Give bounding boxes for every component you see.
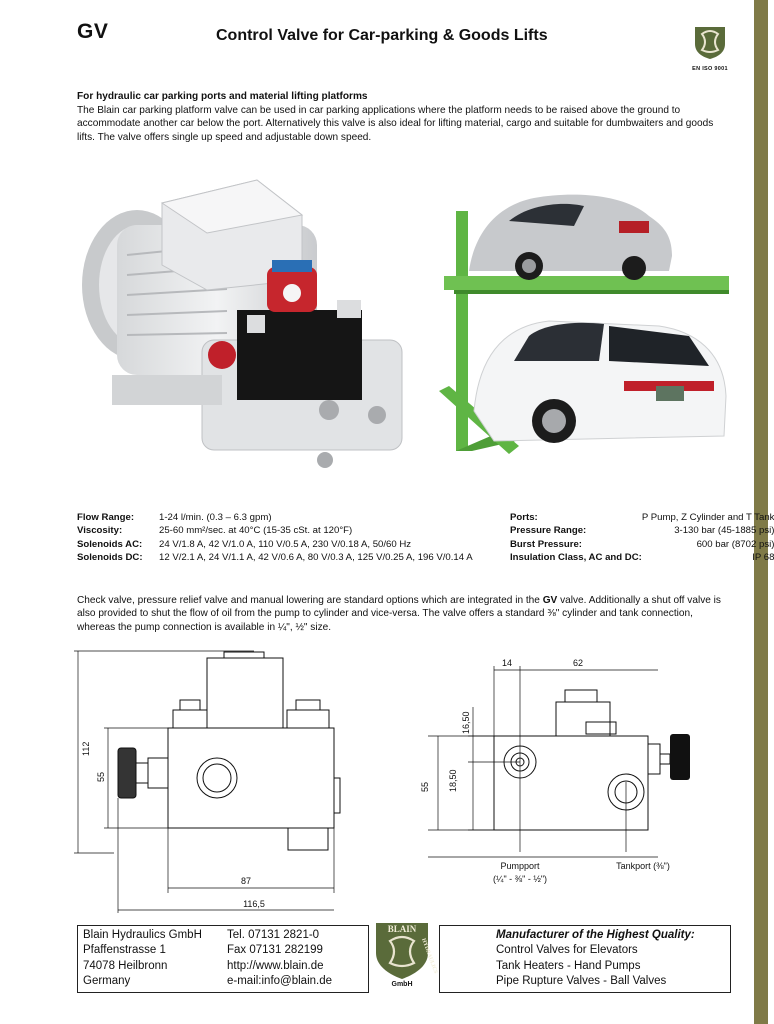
- contact-box: [77, 925, 369, 993]
- spec-value: 12 V/2.1 A, 24 V/1.1 A, 42 V/0.6 A, 80 V…: [159, 552, 473, 564]
- product-line: Pipe Rupture Valves - Ball Valves: [496, 975, 667, 988]
- spec-row: Flow Range: 1-24 l/min. (0.3 – 6.3 gpm): [77, 511, 473, 524]
- spec-value: P Pump, Z Cylinder and T Tank: [641, 512, 774, 523]
- spec-value: 600 bar (8702 psi): [696, 538, 774, 550]
- dim-width-total: 116,5: [243, 899, 265, 909]
- product-line: Tank Heaters - Hand Pumps: [496, 959, 641, 972]
- spec-label: Pressure Range:: [510, 525, 587, 537]
- products-heading: Manufacturer of the Highest Quality:: [496, 929, 695, 941]
- blain-shield-icon: BLAIN HYDRAULICS: [376, 923, 438, 979]
- dim-height-body: 55: [96, 772, 106, 782]
- spec-label: Solenoids DC:: [77, 552, 143, 564]
- blain-logo: BLAIN HYDRAULICS GmbH: [373, 921, 438, 995]
- logo-top-text: BLAIN: [388, 924, 417, 934]
- page-title: Control Valve for Car-parking & Goods Li…: [216, 27, 548, 44]
- spec-label: Burst Pressure:: [510, 538, 582, 550]
- website-link[interactable]: http://www.blain.de: [227, 959, 324, 972]
- street: Pfaffenstrasse 1: [83, 944, 166, 957]
- shield-icon: [695, 27, 725, 59]
- product-line: Control Valves for Elevators: [496, 944, 638, 957]
- products-box: [439, 925, 731, 993]
- spec-label: Solenoids AC:: [77, 538, 143, 550]
- intro-text: The Blain car parking platform valve can…: [77, 104, 714, 143]
- dim-width-body: 87: [241, 876, 251, 886]
- spec-label: Viscosity:: [77, 525, 123, 537]
- address-column: Blain Hydraulics GmbH Pfaffenstrasse 1 7…: [83, 928, 202, 990]
- description-paragraph: Check valve, pressure relief valve and m…: [77, 594, 733, 634]
- specs-left: Flow Range: 1-24 l/min. (0.3 – 6.3 gpm) V…: [77, 511, 473, 565]
- description-valve-name: GV: [542, 595, 558, 606]
- telephone: Tel. 07131 2821-0: [227, 929, 320, 941]
- spec-value: 25-60 mm²/sec. at 40°C (15-35 cSt. at 12…: [159, 525, 353, 537]
- spec-value: 1-24 l/min. (0.3 – 6.3 gpm): [159, 512, 272, 523]
- side-accent-bar: [754, 0, 768, 1024]
- pumpport-sizes: (¼" - ⅜" - ½"): [493, 874, 547, 884]
- dim-vertical-c: 55: [420, 782, 430, 792]
- email-link[interactable]: e-mail:info@blain.de: [227, 975, 333, 988]
- company-name: Blain Hydraulics GmbH: [83, 929, 202, 941]
- spec-row: Viscosity: 25-60 mm²/sec. at 40°C (15-35 …: [77, 524, 473, 537]
- spec-label: Ports:: [510, 512, 538, 523]
- spec-value: 3-130 bar (45-1885 psi): [674, 525, 774, 537]
- spec-label: Flow Range:: [77, 512, 135, 523]
- dim-vertical-b: 18,50: [448, 769, 458, 792]
- intro-heading: For hydraulic car parking ports and mate…: [77, 91, 368, 102]
- footer: Blain Hydraulics GmbH Pfaffenstrasse 1 7…: [77, 923, 731, 993]
- car-parking-lift-photo: [439, 194, 729, 454]
- spec-row: Solenoids AC: 24 V/1.8 A, 42 V/1.0 A, 110…: [77, 538, 473, 551]
- dim-top-a: 14: [502, 658, 512, 668]
- dim-top-b: 62: [573, 658, 583, 668]
- specs-right: Ports: P Pump, Z Cylinder and T Tank Pres…: [510, 511, 774, 565]
- pumpport-label: Pumpport: [500, 861, 540, 871]
- country: Germany: [83, 975, 131, 988]
- spec-row: Solenoids DC: 12 V/2.1 A, 24 V/1.1 A, 42 …: [77, 551, 473, 564]
- spec-row: Pressure Range: 3-130 bar (45-1885 psi): [510, 524, 774, 537]
- products-column: Manufacturer of the Highest Quality: Con…: [496, 928, 695, 990]
- description-text-2: valve. Additionally a shut off valve is …: [77, 595, 721, 633]
- spec-row: Insulation Class, AC and DC: IP 68: [510, 551, 774, 564]
- spec-value: IP 68: [752, 552, 774, 564]
- tankport-label: Tankport (⅜"): [616, 861, 670, 871]
- product-code: GV: [77, 20, 109, 43]
- description-text-1: Check valve, pressure relief valve and m…: [77, 595, 543, 606]
- iso-certificate-badge: EN ISO 9001: [688, 24, 732, 72]
- spec-label: Insulation Class, AC and DC:: [510, 552, 642, 564]
- dim-vertical-a: 16,50: [461, 711, 471, 734]
- cert-label: EN ISO 9001: [692, 66, 728, 72]
- dim-height-total: 112: [81, 742, 91, 756]
- spec-value: 24 V/1.8 A, 42 V/1.0 A, 110 V/0.5 A, 230…: [159, 538, 412, 550]
- contact-column: Tel. 07131 2821-0 Fax 07131 282199 http:…: [227, 928, 332, 990]
- city: 74078 Heilbronn: [83, 959, 168, 972]
- intro-section: For hydraulic car parking ports and mate…: [77, 90, 729, 144]
- spec-row: Burst Pressure: 600 bar (8702 psi): [510, 538, 774, 551]
- valve-motor-photo: [82, 179, 403, 468]
- front-view-drawing: 112 55 87 116,5: [74, 650, 341, 913]
- side-view-drawing: 14 62 16,50 18,50 55 Pumpport (¼" - ⅜" -…: [420, 658, 690, 884]
- logo-bottom-text: GmbH: [391, 981, 413, 988]
- spec-row: Ports: P Pump, Z Cylinder and T Tank: [510, 511, 774, 524]
- fax: Fax 07131 282199: [227, 944, 323, 957]
